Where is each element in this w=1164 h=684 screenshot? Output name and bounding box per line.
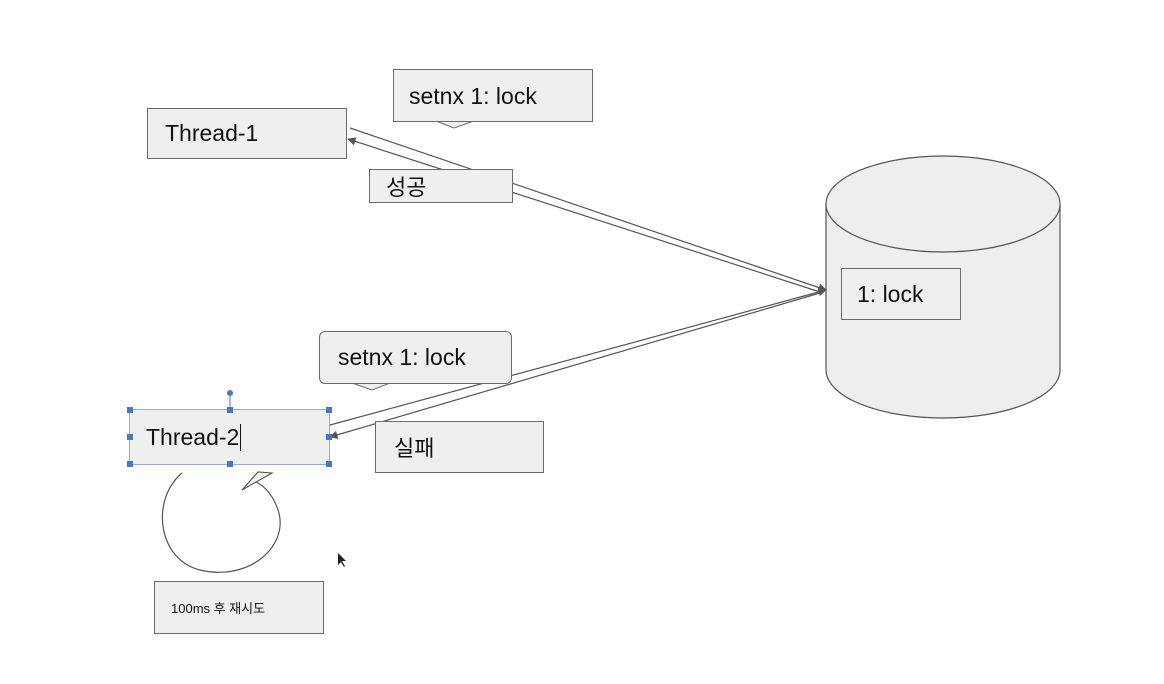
resize-handle-middle-left[interactable] bbox=[127, 434, 133, 440]
text-cursor bbox=[240, 423, 242, 451]
success-text: 성공 bbox=[386, 175, 427, 200]
callout2-tail bbox=[351, 382, 391, 391]
thread1-label: Thread-1 bbox=[165, 120, 259, 146]
retry-box[interactable]: 100ms 후 재시도 bbox=[154, 581, 324, 634]
thread2-label: Thread-2 bbox=[146, 423, 240, 450]
callout1-tail bbox=[435, 120, 475, 129]
thread2-box[interactable]: Thread-2 bbox=[130, 410, 329, 464]
database-value-box[interactable]: 1: lock bbox=[841, 268, 961, 320]
database-value-text: 1: lock bbox=[857, 280, 924, 307]
mouse-pointer-icon bbox=[338, 553, 346, 567]
callout1-bottom-edge bbox=[393, 121, 593, 122]
failure-box[interactable]: 실패 bbox=[375, 421, 544, 473]
failure-text: 실패 bbox=[394, 436, 435, 461]
thread2-request-arrow bbox=[329, 287, 827, 426]
callout2-text: setnx 1: lock bbox=[338, 344, 466, 370]
retry-loop-arrowhead-shape bbox=[241, 471, 274, 491]
resize-handle-bottom-middle[interactable] bbox=[227, 461, 233, 467]
success-box[interactable]: 성공 bbox=[369, 169, 513, 203]
resize-handle-top-left[interactable] bbox=[127, 407, 133, 413]
resize-handle-bottom-right[interactable] bbox=[326, 461, 332, 467]
rotation-handle[interactable] bbox=[227, 390, 233, 396]
retry-text: 100ms 후 재시도 bbox=[171, 601, 266, 616]
thread1-box[interactable]: Thread-1 bbox=[147, 108, 347, 159]
resize-handle-top-middle[interactable] bbox=[227, 407, 233, 413]
thread1-request-arrow bbox=[349, 127, 827, 292]
resize-handle-middle-right[interactable] bbox=[326, 434, 332, 440]
resize-handle-bottom-left[interactable] bbox=[127, 461, 133, 467]
callout2-box[interactable]: setnx 1: lock bbox=[319, 331, 512, 384]
callout1-text: setnx 1: lock bbox=[409, 82, 537, 109]
thread1-response-arrow bbox=[347, 137, 821, 293]
thread2-response-arrow bbox=[329, 292, 821, 439]
callout1-box[interactable]: setnx 1: lock bbox=[393, 69, 593, 122]
resize-handle-top-right[interactable] bbox=[326, 407, 332, 413]
retry-loop-arrow bbox=[161, 472, 281, 573]
